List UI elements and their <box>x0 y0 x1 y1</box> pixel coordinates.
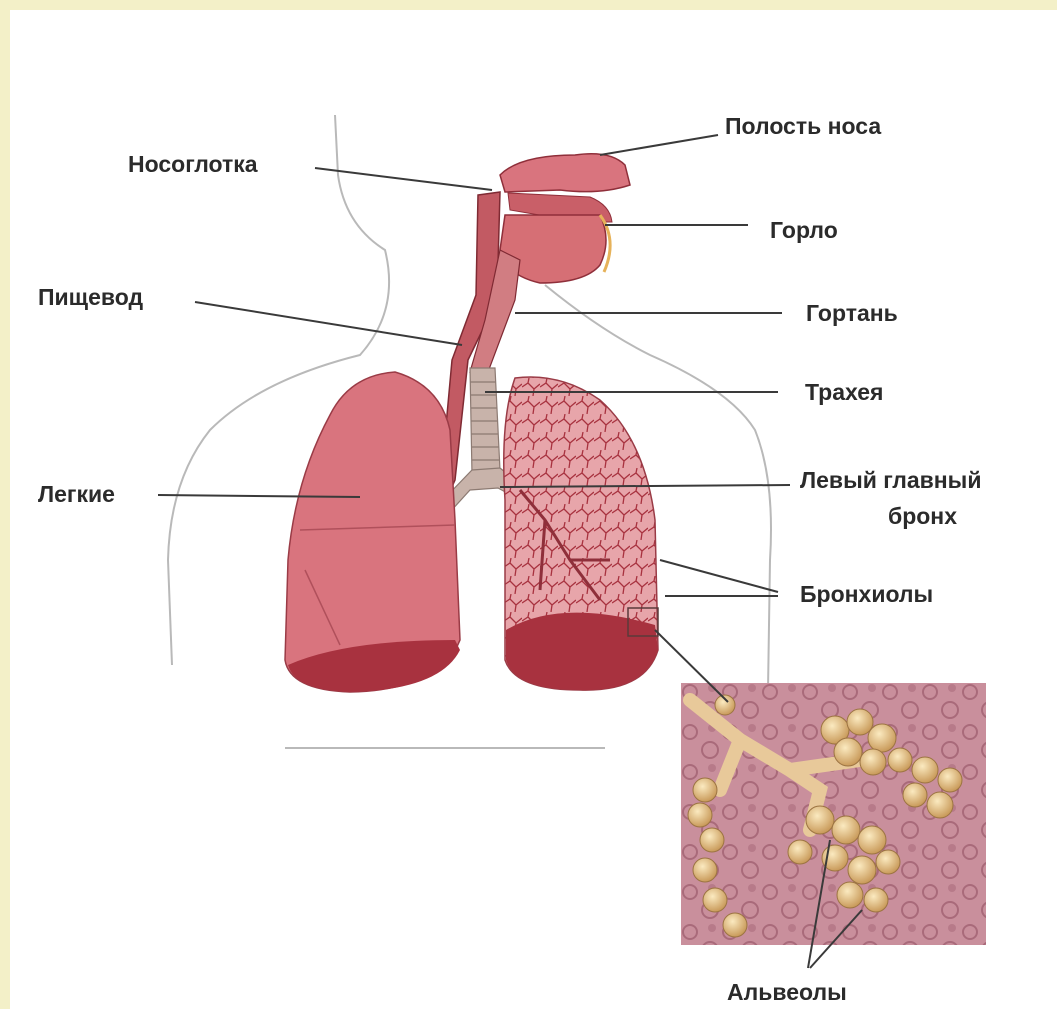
left-lung-shape <box>504 377 658 690</box>
alveoli-inset <box>681 683 986 945</box>
label-left-main-bronchus-line2: бронх <box>888 503 957 529</box>
label-left-main-bronchus-line1: Левый главный <box>800 467 981 493</box>
label-throat: Горло <box>770 217 838 243</box>
label-nasal-cavity: Полость носа <box>725 113 881 139</box>
label-larynx: Гортань <box>806 300 898 326</box>
body-outline <box>168 115 771 748</box>
label-esophagus: Пищевод <box>38 284 143 310</box>
label-trachea: Трахея <box>805 379 883 405</box>
label-nasopharynx: Носоглотка <box>128 151 258 177</box>
label-alveoli: Альвеолы <box>727 979 847 1005</box>
right-lung-shape <box>285 372 460 692</box>
label-lungs: Легкие <box>38 481 115 507</box>
nasal-cavity-shape <box>500 154 630 222</box>
label-bronchioles: Бронхиолы <box>800 581 933 607</box>
